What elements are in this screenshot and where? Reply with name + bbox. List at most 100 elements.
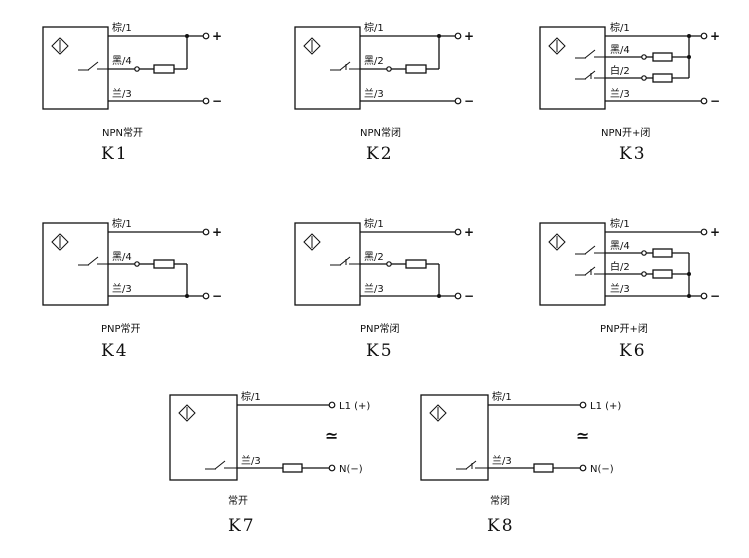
terminal-negative [454,292,462,300]
sensor-icon [303,37,321,55]
sensor-icon [429,404,447,422]
sensor-body [294,26,361,110]
terminal-negative [454,97,462,105]
terminal-positive [454,228,462,236]
sensor-body [42,26,109,110]
sensor-icon [51,37,69,55]
terminal-negative [700,292,708,300]
terminal-l1 [579,401,587,409]
negative-sign: − [464,289,474,303]
wire-label-black: 黑/4 [610,240,630,252]
sensor-body [539,26,606,110]
terminal-n [579,464,587,472]
sensor-icon [548,37,566,55]
diagram-caption: PNP常闭 [360,322,400,335]
load-resistor [652,52,673,62]
positive-sign: + [212,225,222,239]
load-resistor [153,64,175,74]
negative-sign: − [710,94,720,108]
sensor-icon [548,233,566,251]
ac-symbol: ≃ [576,426,589,445]
wire-label-brown: 棕/1 [112,21,132,34]
wire-label-black: 黑/2 [364,55,384,67]
diagram-k1: 棕/1 黑/4 兰/3 + − NPN常开 K1 [42,21,222,164]
sensor-body [539,222,606,306]
load-resistor [652,269,673,279]
negative-sign: − [464,94,474,108]
positive-sign: + [212,29,222,43]
diagram-k7: 棕/1 兰/3 L1 (+) N(−) ≃ 常开 K7 [169,390,370,536]
wire-label-brown: 棕/1 [364,217,384,230]
diagram-id: K4 [101,341,129,361]
wire-label-blue: 兰/3 [610,87,630,100]
wire-label-blue: 兰/3 [364,87,384,100]
load-resistor [405,64,427,74]
diagram-id: K1 [101,144,129,164]
negative-sign: − [212,289,222,303]
load-resistor [405,259,427,269]
diagram-id: K8 [487,516,515,536]
wire-label-brown: 棕/1 [241,390,261,403]
diagram-caption: PNP常开 [101,322,141,335]
terminal-positive [454,32,462,40]
wire-label-black: 黑/4 [610,44,630,56]
wire-label-brown: 棕/1 [610,217,630,230]
load-resistor [282,463,303,473]
wire-label-brown: 棕/1 [364,21,384,34]
diagram-caption: 常开 [228,494,248,507]
diagram-k6: 棕/1 黑/4 白/2 兰/3 + − PNP开+闭 K6 [539,217,720,361]
wire-label-black: 黑/4 [112,251,132,263]
diagram-id: K6 [619,341,647,361]
positive-sign: + [464,29,474,43]
diagram-id: K7 [228,516,256,536]
diagram-caption: 常闭 [490,494,510,507]
terminal-positive [700,32,708,40]
terminal-label-n: N(−) [590,464,614,475]
positive-sign: + [710,29,720,43]
wire-label-blue: 兰/3 [492,454,512,467]
load-resistor [533,463,554,473]
wire-label-brown: 棕/1 [112,217,132,230]
diagram-caption: PNP开+闭 [600,322,648,335]
load-resistor [652,73,673,83]
diagram-caption: NPN常闭 [360,126,401,139]
terminal-negative [700,97,708,105]
wire-label-brown: 棕/1 [610,21,630,34]
diagram-k4: 棕/1 黑/4 兰/3 + − PNP常开 K4 [42,217,222,361]
negative-sign: − [212,94,222,108]
wire-label-black: 黑/4 [112,55,132,67]
wire-label-black: 黑/2 [364,251,384,263]
diagram-caption: NPN开+闭 [601,126,650,139]
terminal-label-l1: L1 (+) [339,401,370,412]
positive-sign: + [710,225,720,239]
diagram-k8: 棕/1 兰/3 L1 (+) N(−) ≃ 常闭 K8 [420,390,621,536]
sensor-icon [51,233,69,251]
positive-sign: + [464,225,474,239]
ac-symbol: ≃ [325,426,338,445]
wire-label-blue: 兰/3 [112,282,132,295]
diagram-caption: NPN常开 [102,126,143,139]
terminal-negative [202,97,210,105]
wire-label-brown: 棕/1 [492,390,512,403]
diagram-id: K3 [619,144,647,164]
diagram-id: K2 [366,144,394,164]
terminal-positive [202,32,210,40]
wire-label-blue: 兰/3 [364,282,384,295]
diagram-k3: 棕/1 黑/4 白/2 兰/3 + − NPN开+闭 K3 [539,21,720,164]
diagram-id: K5 [366,341,394,361]
terminal-positive [202,228,210,236]
wire-label-blue: 兰/3 [241,454,261,467]
load-resistor [652,248,673,258]
terminal-positive [700,228,708,236]
load-resistor [153,259,175,269]
diagram-k5: 棕/1 黑/2 兰/3 + − PNP常闭 K5 [294,217,474,361]
sensor-icon [178,404,196,422]
diagram-k2: 棕/1 黑/2 兰/3 + − NPN常闭 K2 [294,21,474,164]
terminal-l1 [328,401,336,409]
wire-label-white: 白/2 [610,64,630,77]
terminal-label-n: N(−) [339,464,363,475]
terminal-n [328,464,336,472]
sensor-body [420,394,489,481]
sensor-body [169,394,238,481]
